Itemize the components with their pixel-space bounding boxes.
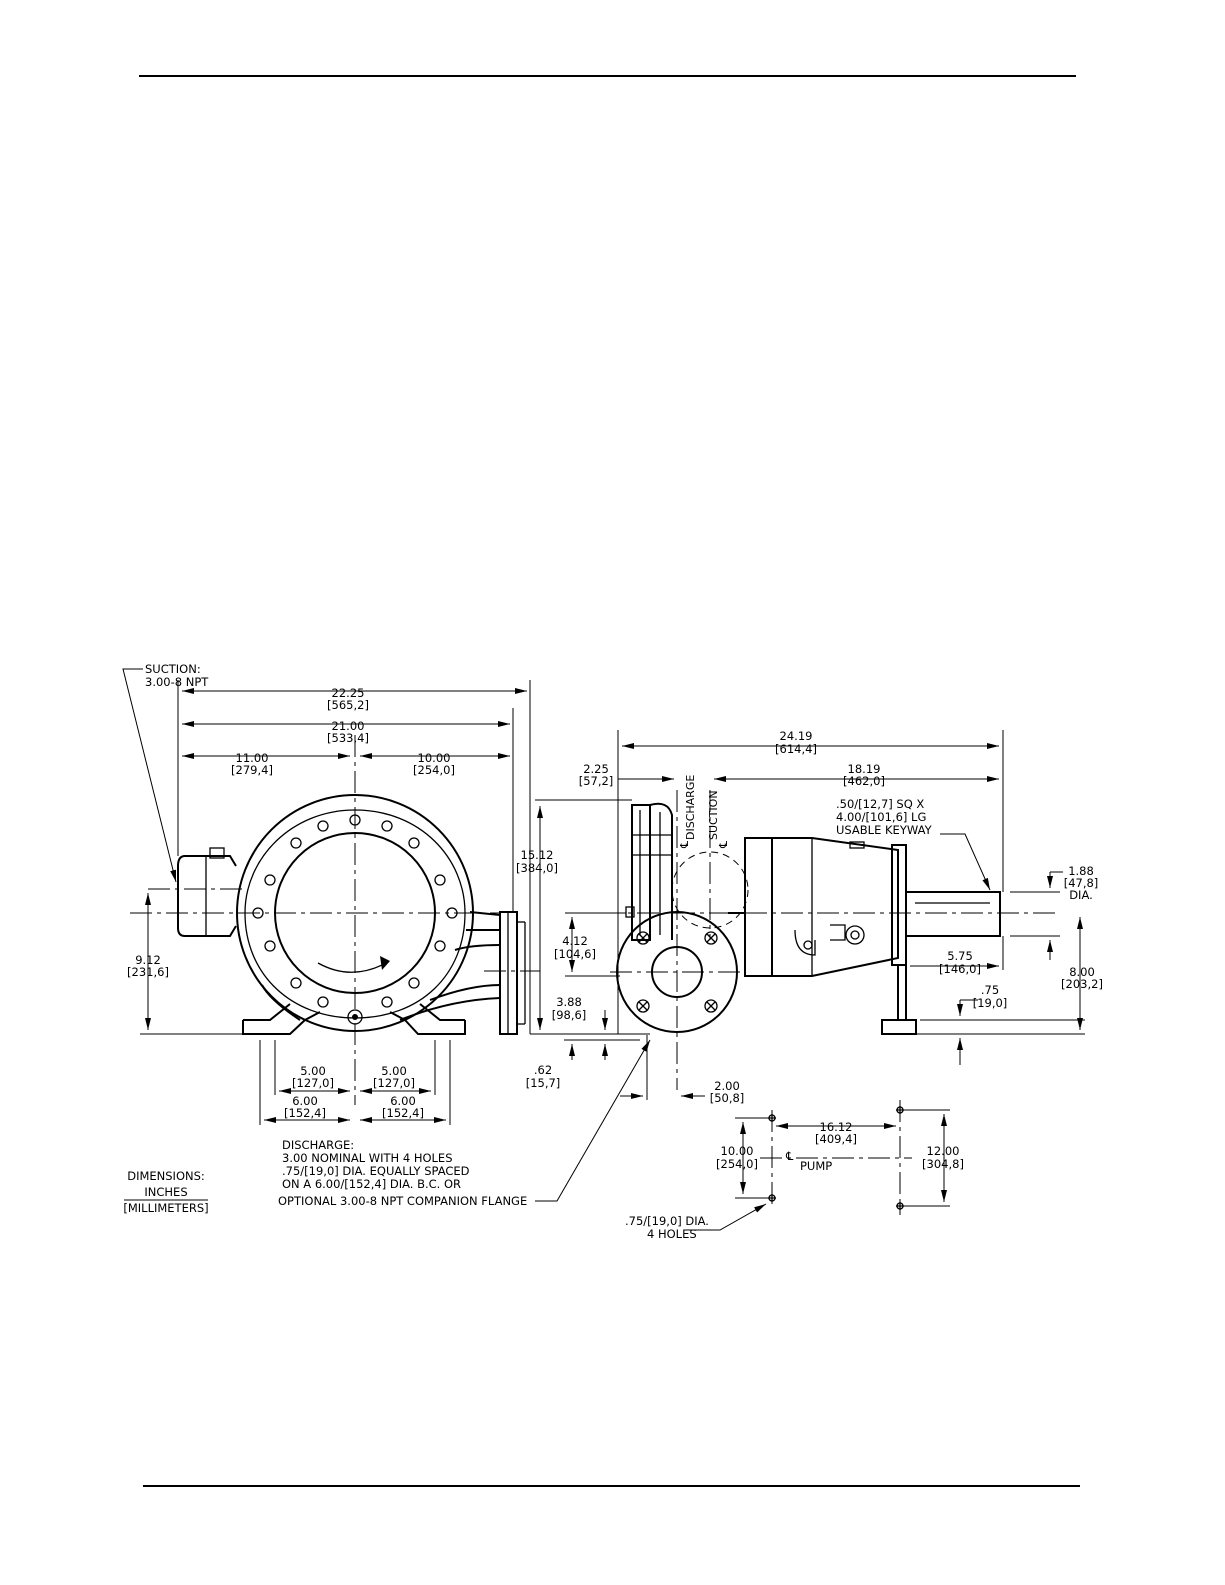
drawing-text: SUCTION: 3.00-8 NPT 22.25 [565,2] 21.00 … bbox=[123, 662, 1103, 1241]
casing-side bbox=[631, 804, 651, 941]
dim-16-12-mm: [409,4] bbox=[815, 1132, 857, 1146]
dim-5-00b-in: 5.00 bbox=[381, 1064, 407, 1078]
dim-0-62-mm: [15,7] bbox=[526, 1076, 561, 1090]
discharge-note-line4: ON A 6.00/[152,4] DIA. B.C. OR bbox=[282, 1177, 461, 1191]
units-title: DIMENSIONS: bbox=[127, 1169, 205, 1183]
casing-bolt-ring bbox=[244, 809, 466, 1019]
dim-11-00-mm: [279,4] bbox=[231, 763, 273, 777]
suction-cl-symbol: ℄ bbox=[717, 841, 730, 849]
rotation-arrow bbox=[317, 961, 389, 973]
dim-5-00a-mm: [127,0] bbox=[292, 1076, 334, 1090]
discharge-note-line3: .75/[19,0] DIA. EQUALLY SPACED bbox=[282, 1164, 470, 1178]
casing-bolts bbox=[252, 814, 458, 1008]
dim-24-19-mm: [614,4] bbox=[775, 742, 817, 756]
bearing-frame bbox=[744, 837, 773, 977]
mount-holes-line2: 4 HOLES bbox=[647, 1227, 697, 1241]
dim-10-00-mm: [254,0] bbox=[413, 763, 455, 777]
dim-3-88-in: 3.88 bbox=[556, 995, 582, 1009]
discharge-cl-symbol: ℄ bbox=[678, 841, 691, 849]
dim-24-19-in: 24.19 bbox=[780, 729, 813, 743]
dim-6-00b-mm: [152,4] bbox=[382, 1106, 424, 1120]
mounting-hole-plan bbox=[688, 1100, 950, 1231]
dim-2-00-mm: [50,8] bbox=[710, 1091, 745, 1105]
dim-6-00b-in: 6.00 bbox=[390, 1094, 416, 1108]
discharge-note-line2: 3.00 NOMINAL WITH 4 HOLES bbox=[282, 1151, 453, 1165]
pump-centerline-label: PUMP bbox=[800, 1159, 832, 1173]
dim-22-25-mm: [565,2] bbox=[327, 698, 369, 712]
dim-12-00-mm: [304,8] bbox=[922, 1157, 964, 1171]
dim-10-00b-in: 10.00 bbox=[721, 1144, 754, 1158]
suction-port bbox=[177, 855, 237, 937]
dim-5-75-in: 5.75 bbox=[947, 949, 973, 963]
dim-15-12-mm: [384,0] bbox=[516, 861, 558, 875]
dim-21-00-in: 21.00 bbox=[332, 719, 365, 733]
dim-5-00b-mm: [127,0] bbox=[373, 1076, 415, 1090]
dim-9-12-in: 9.12 bbox=[135, 953, 161, 967]
dim-10-00b-mm: [254,0] bbox=[716, 1157, 758, 1171]
dim-18-19-in: 18.19 bbox=[848, 762, 881, 776]
dim-0-75-mm: [19,0] bbox=[973, 996, 1008, 1010]
dim-11-00-in: 11.00 bbox=[236, 751, 269, 765]
discharge-nozzle bbox=[466, 911, 501, 931]
suction-label: SUCTION: bbox=[145, 662, 201, 676]
suction-port-hidden bbox=[671, 851, 749, 929]
front-view bbox=[130, 735, 540, 1105]
side-view bbox=[565, 790, 1060, 1090]
dim-1-88-mm: [47,8] bbox=[1064, 876, 1099, 890]
units-primary: INCHES bbox=[144, 1185, 187, 1199]
discharge-note-line5: OPTIONAL 3.00-8 NPT COMPANION FLANGE bbox=[278, 1194, 527, 1208]
mount-holes-line1: .75/[19,0] DIA. bbox=[625, 1214, 709, 1228]
flange-holes bbox=[636, 931, 718, 1013]
dim-21-00-mm: [533,4] bbox=[327, 731, 369, 745]
dim-5-00a-in: 5.00 bbox=[300, 1064, 326, 1078]
volute-lower bbox=[261, 984, 501, 1021]
pump-shaft bbox=[906, 891, 1001, 937]
base-left-foot bbox=[242, 1003, 321, 1035]
keyway-line3: USABLE KEYWAY bbox=[836, 823, 933, 837]
dim-2-25-in: 2.25 bbox=[583, 762, 609, 776]
dim-2-25-mm: [57,2] bbox=[579, 774, 614, 788]
dim-8-00-mm: [203,2] bbox=[1061, 977, 1103, 991]
keyway-line1: .50/[12,7] SQ X bbox=[836, 797, 924, 811]
side-dimensions bbox=[535, 730, 1085, 1202]
dim-0-62-in: .62 bbox=[534, 1063, 552, 1077]
keyway-line2: 4.00/[101,6] LG bbox=[836, 810, 926, 824]
dim-0-75-in: .75 bbox=[981, 983, 999, 997]
dim-4-12-in: 4.12 bbox=[562, 934, 588, 948]
dim-12-00-in: 12.00 bbox=[927, 1144, 960, 1158]
dim-15-12-in: 15.12 bbox=[521, 848, 554, 862]
dim-18-19-mm: [462,0] bbox=[843, 774, 885, 788]
dim-3-88-mm: [98,6] bbox=[552, 1008, 587, 1022]
units-secondary: [MILLIMETERS] bbox=[123, 1201, 208, 1215]
dim-22-25-in: 22.25 bbox=[332, 686, 365, 700]
dim-8-00-in: 8.00 bbox=[1069, 965, 1095, 979]
dim-5-75-mm: [146,0] bbox=[939, 962, 981, 976]
dim-6-00a-mm: [152,4] bbox=[284, 1106, 326, 1120]
dim-1-88-in: 1.88 bbox=[1068, 864, 1094, 878]
discharge-centerline-label: DISCHARGE bbox=[684, 775, 697, 840]
support-foot bbox=[881, 1019, 917, 1035]
front-dimensions bbox=[122, 668, 650, 1125]
suction-size: 3.00-8 NPT bbox=[145, 675, 209, 689]
dim-4-12-mm: [104,6] bbox=[554, 947, 596, 961]
dim-2-00-in: 2.00 bbox=[714, 1079, 740, 1093]
discharge-note-line1: DISCHARGE: bbox=[282, 1138, 354, 1152]
dim-10-00-in: 10.00 bbox=[418, 751, 451, 765]
oil-fill-plug bbox=[845, 925, 865, 945]
dim-9-12-mm: [231,6] bbox=[127, 965, 169, 979]
dim-16-12-in: 16.12 bbox=[820, 1120, 853, 1134]
base-right-foot bbox=[389, 1003, 466, 1035]
suction-centerline-label: SUCTION bbox=[707, 790, 720, 840]
dim-6-00a-in: 6.00 bbox=[292, 1094, 318, 1108]
pump-cl-symbol: ℄ bbox=[785, 1149, 794, 1163]
dim-1-88-dia: DIA. bbox=[1069, 888, 1093, 902]
